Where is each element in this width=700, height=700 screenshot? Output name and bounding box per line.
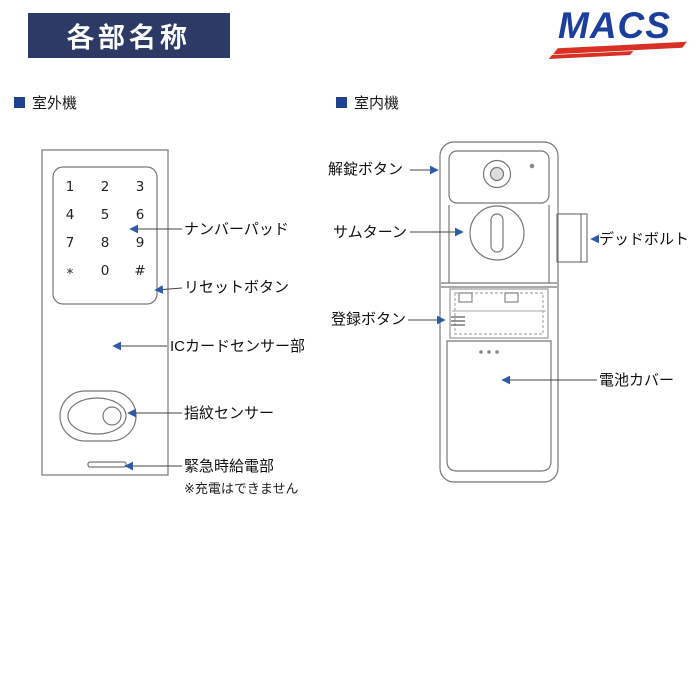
top-panel xyxy=(448,150,550,204)
emergency-power-label: 緊急時給電部 xyxy=(184,458,275,475)
emergency-power-slot xyxy=(87,461,127,468)
unlock-button-ring xyxy=(482,159,512,189)
section-bullet-icon xyxy=(336,97,347,108)
key-3: 3 xyxy=(136,179,145,195)
thumb-turn-label: サムターン xyxy=(333,224,407,241)
key-star: * xyxy=(67,266,74,282)
unlock-button-label: 解錠ボタン xyxy=(328,161,404,178)
key-4: 4 xyxy=(66,207,75,223)
number-pad-label: ナンバーパッド xyxy=(184,221,289,238)
indicator-dot xyxy=(529,163,535,169)
key-9: 9 xyxy=(136,235,145,251)
indoor-body xyxy=(439,141,559,483)
key-7: 7 xyxy=(66,235,75,251)
battery-cover-label: 電池カバー xyxy=(599,372,675,389)
section-outdoor-label: 室外機 xyxy=(32,95,78,112)
compartment-inner xyxy=(454,292,544,335)
cover-dot xyxy=(479,350,483,354)
macs-logo: MACS xyxy=(548,4,694,60)
cover-dot xyxy=(487,350,491,354)
callout-lines xyxy=(112,165,600,471)
key-2: 2 xyxy=(101,179,110,195)
dead-bolt xyxy=(556,213,588,263)
register-button-label: 登録ボタン xyxy=(331,311,407,328)
indoor-unit-diagram xyxy=(439,141,588,483)
dead-bolt-label: デッドボルト xyxy=(599,231,690,248)
thumb-turn-knob xyxy=(490,213,504,253)
battery-cover xyxy=(446,340,552,472)
key-0: 0 xyxy=(101,263,110,279)
page-title: 各部名称 xyxy=(28,13,230,58)
section-bullet-icon xyxy=(14,97,25,108)
keypad-panel xyxy=(52,166,158,305)
key-8: 8 xyxy=(101,235,110,251)
key-5: 5 xyxy=(101,207,110,223)
thumb-turn-dial xyxy=(469,205,525,261)
battery-terminal xyxy=(458,292,473,303)
cover-dot xyxy=(495,350,499,354)
key-hash: # xyxy=(134,263,145,279)
fingerprint-sensor-core xyxy=(102,406,122,426)
keypad-keys: 1 2 3 4 5 6 7 8 9 * 0 # xyxy=(66,179,146,282)
section-outdoor-unit: 室外機 xyxy=(14,92,77,113)
section-indoor-unit: 室内機 xyxy=(336,92,399,113)
ic-card-sensor-label: ICカードセンサー部 xyxy=(170,338,306,355)
outdoor-unit-diagram xyxy=(41,149,169,476)
battery-terminal xyxy=(504,292,519,303)
fingerprint-sensor-label: 指紋センサー xyxy=(184,405,275,422)
register-button xyxy=(451,316,465,326)
reset-button-label: リセットボタン xyxy=(184,279,290,296)
battery-compartment xyxy=(449,288,549,339)
brand-name: MACS xyxy=(558,5,671,46)
key-1: 1 xyxy=(66,179,75,195)
reset-button-callout xyxy=(154,285,183,294)
section-indoor-label: 室内機 xyxy=(354,95,400,112)
unlock-button-center xyxy=(489,166,505,182)
key-6: 6 xyxy=(136,207,145,223)
outdoor-body xyxy=(41,149,169,476)
emergency-power-note: ※充電はできません xyxy=(184,481,299,496)
fingerprint-sensor-oval xyxy=(67,397,127,435)
